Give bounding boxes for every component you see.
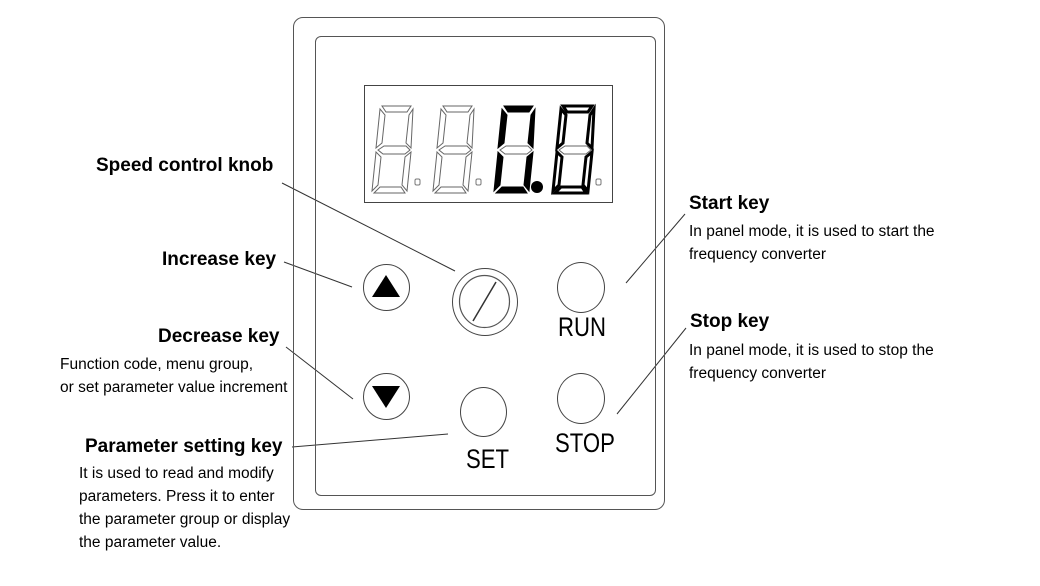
led-display bbox=[364, 85, 613, 203]
run-key-label: RUN bbox=[558, 312, 606, 342]
set-key-label: SET bbox=[466, 444, 510, 474]
knob-indicator-icon bbox=[458, 274, 511, 329]
decrease-key-title: Decrease key bbox=[158, 326, 280, 347]
stop-desc-line-1: In panel mode, it is used to stop the bbox=[689, 342, 934, 359]
parameter-desc-line-1: It is used to read and modify bbox=[79, 465, 274, 482]
increase-key-title: Increase key bbox=[162, 249, 277, 270]
digit-4-outline bbox=[551, 103, 596, 196]
decimal-point-lit bbox=[531, 181, 543, 193]
run-key[interactable] bbox=[557, 262, 605, 313]
stop-desc-line-2: frequency converter bbox=[689, 365, 826, 382]
parameter-desc-line-4: the parameter value. bbox=[79, 534, 222, 551]
triangle-down-icon bbox=[372, 386, 400, 408]
parameter-desc-line-2: parameters. Press it to enter bbox=[79, 488, 275, 505]
decrease-key[interactable] bbox=[363, 373, 410, 420]
dot-4 bbox=[595, 178, 602, 186]
led-digits bbox=[371, 103, 602, 196]
stop-key-desc: In panel mode, it is used to stop the fr… bbox=[689, 339, 934, 385]
decrease-desc-line-2: or set parameter value increment bbox=[60, 379, 288, 396]
parameter-key-title: Parameter setting key bbox=[85, 436, 283, 457]
dot-1 bbox=[414, 178, 421, 186]
dot-2 bbox=[475, 178, 482, 186]
digit-3-lit bbox=[493, 105, 536, 194]
panel-inner-frame bbox=[315, 36, 656, 496]
digit-2-unlit bbox=[432, 105, 475, 194]
speed-control-knob[interactable] bbox=[452, 268, 518, 336]
start-key-title: Start key bbox=[689, 193, 770, 214]
panel-outer-frame bbox=[293, 17, 665, 510]
speed-knob-title: Speed control knob bbox=[96, 155, 274, 176]
digit-1-unlit bbox=[371, 105, 414, 194]
stop-key-label: STOP bbox=[555, 428, 615, 458]
increase-key[interactable] bbox=[363, 264, 410, 311]
decrease-key-desc: Function code, menu group, or set parame… bbox=[60, 353, 287, 399]
start-desc-line-2: frequency converter bbox=[689, 246, 826, 263]
start-key-desc: In panel mode, it is used to start the f… bbox=[689, 220, 935, 266]
parameter-key-desc: It is used to read and modify parameters… bbox=[79, 462, 290, 554]
stop-key[interactable] bbox=[557, 373, 605, 424]
set-key[interactable] bbox=[460, 387, 507, 437]
start-desc-line-1: In panel mode, it is used to start the bbox=[689, 223, 935, 240]
parameter-desc-line-3: the parameter group or display bbox=[79, 511, 291, 528]
decrease-desc-line-1: Function code, menu group, bbox=[60, 356, 254, 373]
triangle-up-icon bbox=[372, 275, 400, 297]
stop-key-title: Stop key bbox=[690, 311, 770, 332]
